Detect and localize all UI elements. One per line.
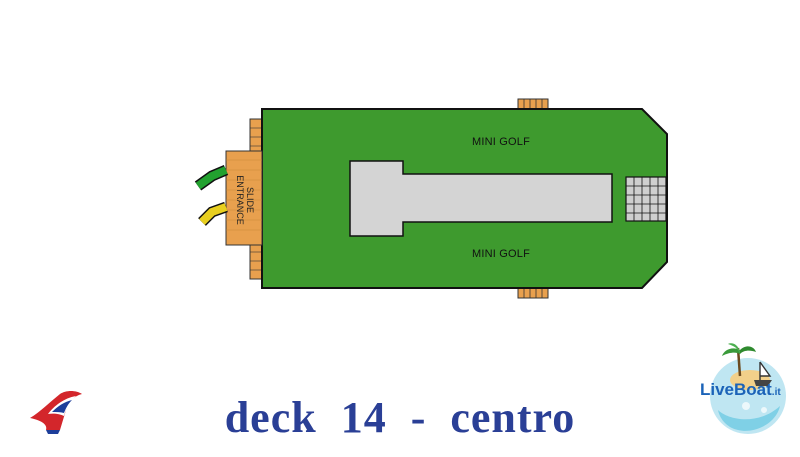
central-structure xyxy=(349,160,613,237)
vent-grate xyxy=(625,176,667,222)
green-slide-tube-fill xyxy=(195,166,228,190)
liveboat-globe-logo-icon xyxy=(710,343,786,434)
deck-title: deck 14 - centro xyxy=(224,393,576,442)
carnival-funnel-logo-icon xyxy=(30,391,82,434)
bottom-stairs xyxy=(517,287,549,299)
liveboat-tld: .it xyxy=(771,387,781,398)
liveboat-wordmark: LiveBoat.it xyxy=(700,380,790,400)
slide-entrance-platform xyxy=(225,150,263,246)
yellow-slide-tube-fill xyxy=(199,203,228,225)
slide-label-line2: ENTRANCE xyxy=(235,175,245,225)
liveboat-name: LiveBoat xyxy=(700,380,772,399)
mini-golf-label-north: MINI GOLF xyxy=(472,136,531,148)
mini-golf-label-south: MINI GOLF xyxy=(472,248,531,260)
top-stairs xyxy=(517,98,549,110)
slide-entrance-label: SLIDE ENTRANCE xyxy=(235,173,255,227)
slide-label-line1: SLIDE xyxy=(245,186,255,213)
